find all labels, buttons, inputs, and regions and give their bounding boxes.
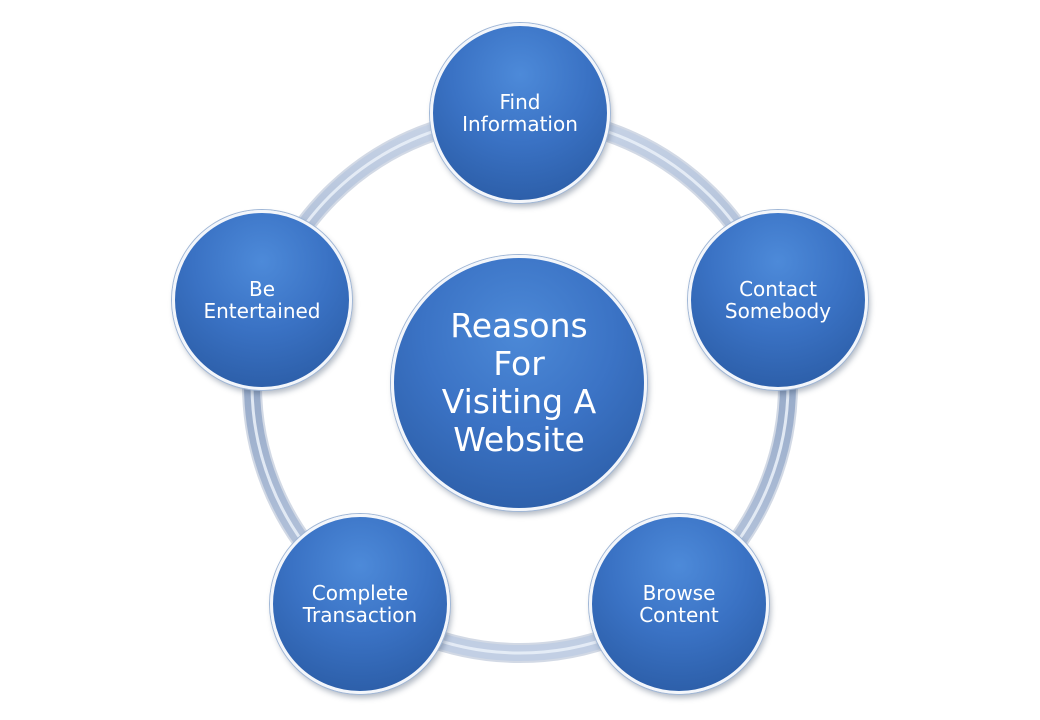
node-label-find-information: Find Information bbox=[462, 89, 578, 136]
node-browse-content: Browse Content bbox=[589, 514, 769, 694]
node-complete-transaction: Complete Transaction bbox=[270, 514, 450, 694]
node-label-contact-somebody: Contact Somebody bbox=[724, 276, 832, 323]
node-label-complete-transaction: Complete Transaction bbox=[302, 580, 418, 627]
node-label-be-entertained: Be Entertained bbox=[203, 276, 321, 323]
node-find-information: Find Information bbox=[430, 23, 610, 203]
node-label-browse-content: Browse Content bbox=[639, 580, 719, 627]
node-contact-somebody: Contact Somebody bbox=[688, 210, 868, 390]
node-be-entertained: Be Entertained bbox=[172, 210, 352, 390]
center-node-reasons-for-visiting: Reasons For Visiting A Website bbox=[391, 255, 647, 511]
center-node-label: Reasons For Visiting A Website bbox=[441, 306, 597, 459]
